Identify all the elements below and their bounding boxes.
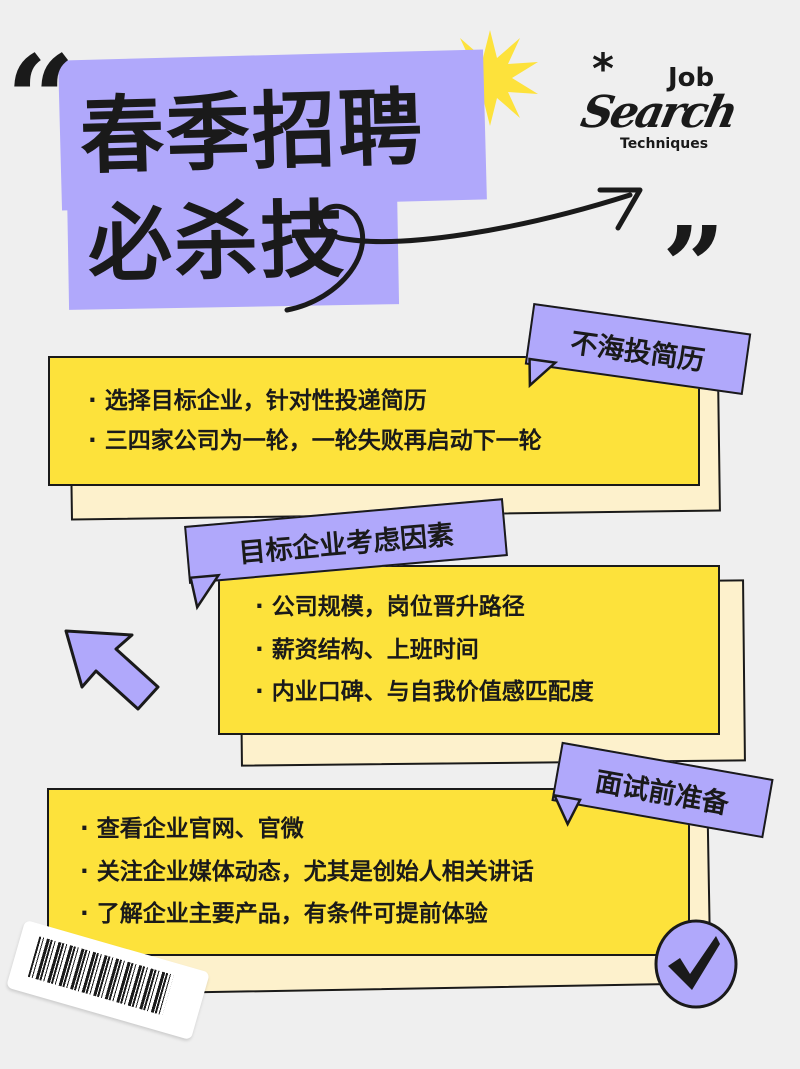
- bullet: · 查看企业官网、官微: [80, 816, 304, 842]
- arrow-up-left-icon: [64, 629, 160, 711]
- checkmark-icon: [654, 919, 738, 1009]
- bullet: · 薪资结构、上班时间: [255, 637, 479, 663]
- logo: * Job Search Techniques: [576, 44, 740, 153]
- tag-1: 不海投简历: [524, 302, 752, 396]
- starburst-icon: [442, 30, 538, 126]
- bullet: · 关注企业媒体动态，尤其是创始人相关讲话: [80, 859, 534, 885]
- bullet: · 内业口碑、与自我价值感匹配度: [255, 679, 594, 705]
- bullet: · 三四家公司为一轮，一轮失败再启动下一轮: [88, 428, 542, 454]
- open-quote: “: [6, 29, 76, 170]
- tag-2: 目标企业考虑因素: [184, 498, 508, 611]
- card-1: [48, 356, 700, 486]
- tag-3: 面试前准备: [551, 741, 774, 839]
- card-3: [47, 788, 690, 956]
- close-quote: ”: [662, 202, 726, 331]
- bullet: · 了解企业主要产品，有条件可提前体验: [80, 901, 488, 927]
- curly-arrow-icon: [284, 187, 643, 313]
- bullet: · 公司规模，岗位晋升路径: [255, 594, 525, 620]
- bullet: · 选择目标企业，针对性投递简历: [88, 388, 427, 414]
- card-2: [218, 565, 720, 735]
